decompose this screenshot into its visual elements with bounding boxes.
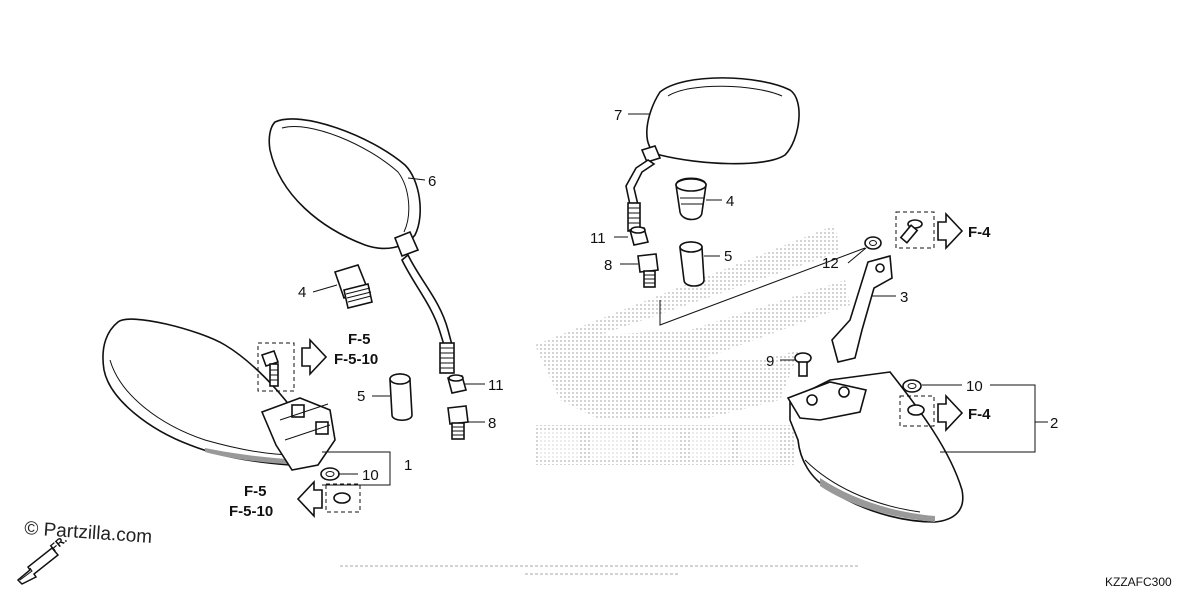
screw-part-9[interactable] [794, 352, 812, 377]
ref-arrow-f4-upper[interactable] [937, 211, 964, 251]
callout-6: 6 [428, 173, 436, 190]
callout-8-left: 8 [488, 415, 496, 432]
callout-11-right: 11 [590, 230, 606, 247]
cover-left-part-5[interactable] [389, 373, 413, 422]
callout-10-left: 10 [362, 467, 379, 484]
ref-labels: F-5 F-5-10 F-5 F-5-10 F-4 F-4 [229, 224, 991, 520]
adapter-right-part-4[interactable] [675, 177, 707, 221]
hand-guard-left-part-1[interactable] [102, 318, 336, 471]
mirror-left-part-6[interactable] [268, 118, 455, 374]
ref-arrow-f5-upper[interactable] [301, 337, 328, 377]
footer-fine-print [340, 565, 860, 575]
collar-part-12[interactable] [864, 236, 882, 250]
screw-left[interactable] [260, 349, 280, 387]
nut-right-part-10[interactable] [902, 379, 922, 393]
leader-lines-left [312, 177, 485, 486]
watermark-text: © Partzilla.com [24, 518, 153, 548]
nut-right-part-11[interactable] [628, 226, 650, 246]
ref-f5-10-lower: F-5-10 [229, 503, 273, 520]
callout-9: 9 [766, 353, 774, 370]
ref-f4-upper: F-4 [968, 224, 991, 241]
ref-f4-lower: F-4 [968, 406, 991, 423]
ref-f5-lower: F-5 [244, 483, 267, 500]
nut-left-part-10[interactable] [320, 467, 340, 481]
callout-5-right: 5 [724, 248, 732, 265]
callout-12: 12 [822, 255, 839, 272]
callout-3: 3 [900, 289, 908, 306]
diagram-code: KZZAFC300 [1105, 575, 1172, 589]
mirror-right-part-7[interactable] [625, 77, 800, 232]
callout-1: 1 [404, 457, 412, 474]
bolt-left-part-8[interactable] [447, 405, 469, 440]
watermark: © Partzilla.com [24, 518, 153, 548]
ref-arrow-f4-lower[interactable] [937, 393, 964, 433]
callout-4-right: 4 [726, 193, 734, 210]
ref-arrow-f5-lower[interactable] [296, 479, 323, 519]
nut-left-part-11[interactable] [446, 374, 468, 394]
callout-4-left: 4 [298, 284, 306, 301]
callout-11-left: 11 [488, 377, 504, 394]
callouts: 1 2 3 4 4 5 5 6 7 8 8 9 10 10 11 11 12 [298, 107, 1058, 484]
ref-f5-upper: F-5 [348, 331, 371, 348]
bolt-right-part-8[interactable] [637, 253, 659, 288]
cover-right-part-5[interactable] [679, 241, 705, 287]
stay-part-3[interactable] [831, 254, 893, 363]
hand-guard-right-part-2[interactable] [786, 371, 964, 523]
front-direction-arrow: FR. [16, 534, 70, 585]
ref-f5-10-upper: F-5-10 [334, 351, 378, 368]
callout-7: 7 [614, 107, 622, 124]
adapter-left-part-4[interactable] [333, 264, 373, 309]
callout-8-right: 8 [604, 257, 612, 274]
background-wing-emblem [535, 225, 850, 465]
callout-10-right: 10 [966, 378, 983, 395]
callout-5-left: 5 [357, 388, 365, 405]
screw-upper-right[interactable] [899, 219, 923, 244]
leader-lines-right [614, 113, 1048, 453]
callout-2: 2 [1050, 415, 1058, 432]
